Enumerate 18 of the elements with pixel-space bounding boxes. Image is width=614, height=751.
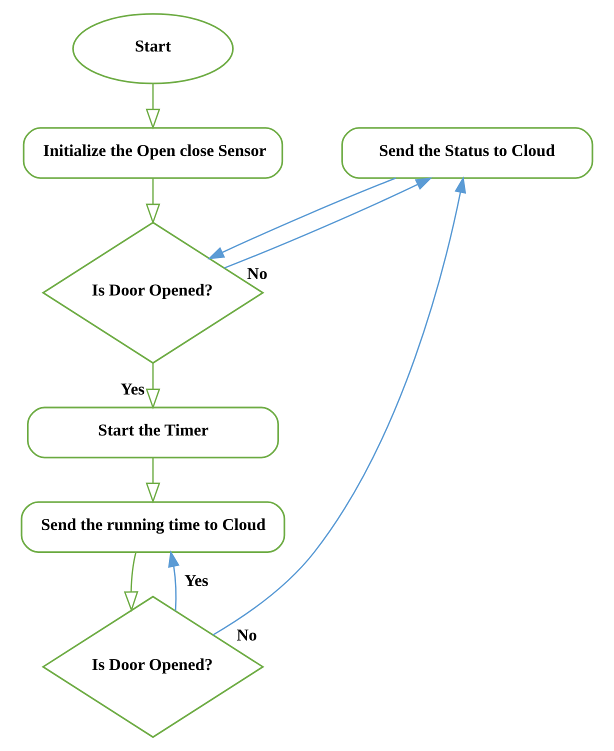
node-box: Start the Timer: [26, 406, 279, 458]
node-ellipse: Start: [72, 13, 234, 84]
node-box: Initialize the Open close Sensor: [22, 127, 284, 179]
arrow: [212, 176, 466, 636]
arrow: [124, 552, 138, 612]
arrow: [146, 84, 160, 130]
arrow: [208, 177, 396, 260]
edge-label: Yes: [120, 379, 145, 398]
arrow: [224, 177, 432, 269]
arrow: [146, 458, 160, 504]
edge-label: No: [247, 264, 268, 284]
arrow: [146, 363, 160, 410]
edge-label: Yes: [184, 571, 208, 590]
arrow: [168, 550, 180, 611]
node-box: Send the Status to Cloud: [341, 127, 594, 179]
arrow: [146, 178, 160, 225]
edge-label: No: [236, 625, 257, 644]
node-box: Send the running time to Cloud: [20, 501, 286, 553]
